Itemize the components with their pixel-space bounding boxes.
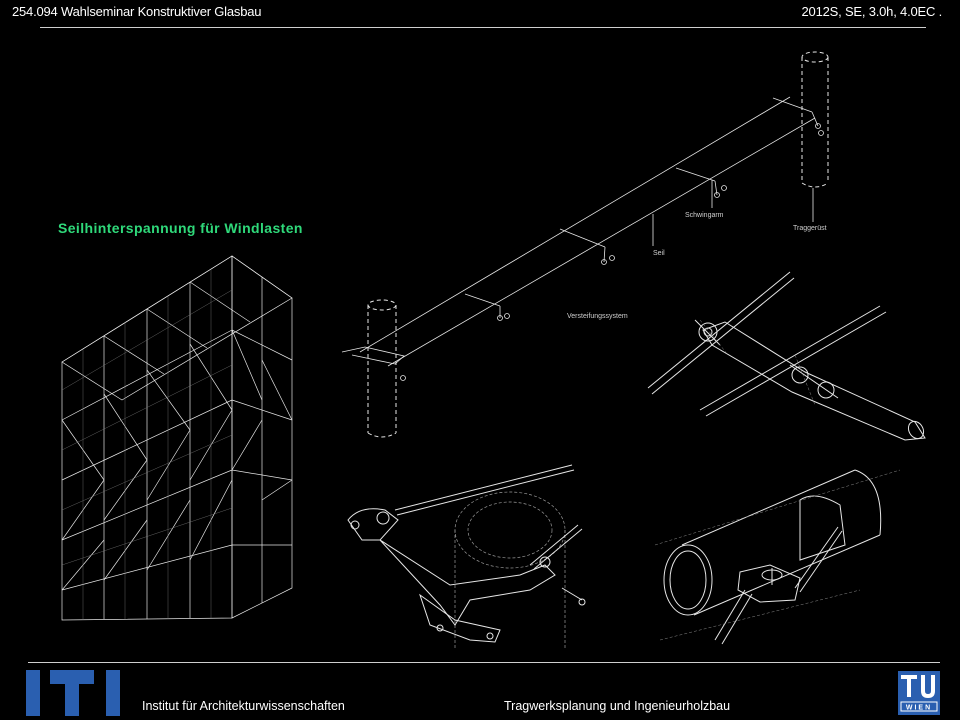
header-divider bbox=[40, 27, 926, 28]
iti-logo bbox=[26, 670, 120, 716]
label-versteifungssystem: Versteifungssystem bbox=[567, 313, 628, 320]
label-schwingarm: Schwingarm bbox=[685, 212, 724, 219]
slide-title: Seilhinterspannung für Windlasten bbox=[58, 220, 303, 236]
tu-wien-logo: WIEN bbox=[898, 671, 940, 715]
svg-text:WIEN: WIEN bbox=[906, 705, 932, 712]
label-seil: Seil bbox=[653, 250, 665, 257]
footer-divider bbox=[28, 662, 940, 663]
label-traggeruest: Traggerüst bbox=[793, 225, 827, 232]
course-meta: 2012S, SE, 3.0h, 4.0EC . bbox=[801, 4, 943, 19]
footer-institute: Institut für Architekturwissenschaften bbox=[142, 699, 345, 713]
course-title: 254.094 Wahlseminar Konstruktiver Glasba… bbox=[12, 4, 262, 19]
footer-department: Tragwerksplanung und Ingenieurholzbau bbox=[504, 699, 731, 713]
